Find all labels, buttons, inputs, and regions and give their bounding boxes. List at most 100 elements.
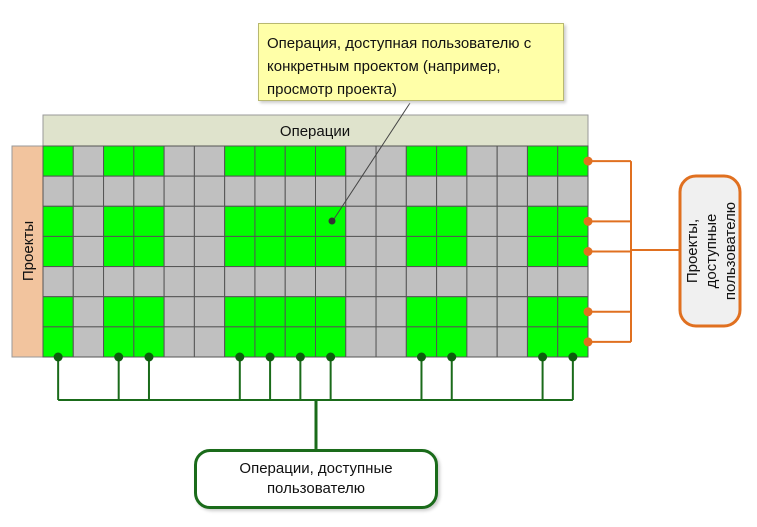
- denied-cell: [72, 326, 105, 358]
- denied-cell: [193, 235, 226, 268]
- denied-cell: [72, 235, 105, 268]
- denied-cell: [193, 175, 226, 207]
- denied-cell: [254, 266, 286, 298]
- denied-cell: [345, 296, 377, 328]
- denied-cell: [193, 145, 226, 177]
- allowed-cell: [284, 205, 317, 237]
- projects-available-line2: доступные: [703, 214, 720, 289]
- denied-cell: [163, 326, 195, 358]
- allowed-cell: [42, 235, 74, 268]
- denied-cell: [163, 145, 195, 177]
- denied-cell: [496, 266, 528, 298]
- connectors: [53, 156, 680, 449]
- denied-cell: [466, 296, 498, 328]
- project-dot: [583, 247, 593, 256]
- operations-label: Операции: [280, 123, 350, 140]
- allowed-cell: [526, 326, 559, 358]
- denied-cell: [284, 266, 317, 298]
- projects-side-bar: [11, 145, 44, 358]
- denied-cell: [557, 266, 589, 298]
- operations-header: [42, 114, 589, 147]
- allowed-cell: [557, 326, 589, 358]
- callout-note: Операция, доступная пользователю с конкр…: [258, 23, 564, 101]
- denied-cell: [436, 266, 468, 298]
- denied-cell: [163, 266, 195, 298]
- denied-cell: [42, 266, 74, 298]
- denied-cell: [496, 326, 528, 358]
- denied-cell: [315, 266, 347, 298]
- projects-available-box: [678, 174, 742, 328]
- allowed-cell: [405, 235, 438, 268]
- project-dot: [583, 156, 593, 166]
- denied-cell: [466, 145, 498, 177]
- allowed-cell: [405, 205, 438, 237]
- operation-dot: [326, 352, 336, 362]
- allowed-cell: [254, 235, 286, 268]
- allowed-cell: [254, 205, 286, 237]
- allowed-cell: [284, 296, 317, 328]
- allowed-cell: [526, 205, 559, 237]
- callout-pointer: [331, 102, 411, 223]
- allowed-cell: [254, 296, 286, 328]
- allowed-cell: [557, 235, 589, 268]
- operation-dot: [114, 352, 124, 362]
- allowed-cell: [284, 235, 317, 268]
- denied-cell: [496, 175, 528, 207]
- denied-cell: [405, 266, 438, 298]
- allowed-cell: [224, 235, 256, 268]
- allowed-cell: [224, 326, 256, 358]
- allowed-cell: [42, 145, 74, 177]
- allowed-cell: [315, 296, 347, 328]
- denied-cell: [133, 175, 165, 207]
- allowed-cell: [557, 205, 589, 237]
- operation-dot: [265, 352, 275, 362]
- allowed-cell: [254, 326, 286, 358]
- denied-cell: [375, 235, 407, 268]
- denied-cell: [163, 175, 195, 207]
- allowed-cell: [224, 296, 256, 328]
- allowed-cell: [133, 326, 165, 358]
- allowed-cell: [526, 235, 559, 268]
- allowed-cell: [103, 326, 135, 358]
- denied-cell: [133, 266, 165, 298]
- denied-cell: [466, 235, 498, 268]
- operation-dot: [235, 352, 245, 362]
- project-dot: [583, 337, 593, 347]
- denied-cell: [72, 205, 105, 237]
- denied-cell: [345, 235, 377, 268]
- denied-cell: [163, 205, 195, 237]
- operation-dot: [416, 352, 426, 362]
- denied-cell: [375, 205, 407, 237]
- denied-cell: [375, 326, 407, 358]
- denied-cell: [224, 175, 256, 207]
- operations-available-label: Операции, доступные пользователю: [239, 460, 393, 497]
- allowed-cell: [557, 296, 589, 328]
- allowed-cell: [103, 205, 135, 237]
- allowed-cell: [42, 205, 74, 237]
- operation-dot: [568, 352, 578, 362]
- allowed-cell: [42, 326, 74, 358]
- denied-cell: [375, 175, 407, 207]
- denied-cell: [496, 296, 528, 328]
- denied-cell: [315, 175, 347, 207]
- operation-dot: [295, 352, 305, 362]
- allowed-cell: [133, 296, 165, 328]
- denied-cell: [345, 266, 377, 298]
- allowed-cell: [284, 145, 317, 177]
- operation-dot: [144, 352, 154, 362]
- operation-dot: [538, 352, 548, 362]
- denied-cell: [526, 266, 559, 298]
- allowed-cell: [436, 235, 468, 268]
- projects-available-line1: Проекты,: [684, 219, 701, 283]
- denied-cell: [496, 145, 528, 177]
- denied-cell: [557, 175, 589, 207]
- allowed-cell: [315, 235, 347, 268]
- operation-dot: [53, 352, 63, 362]
- operations-available-box: Операции, доступные пользователю: [194, 449, 438, 509]
- denied-cell: [375, 145, 407, 177]
- denied-cell: [193, 296, 226, 328]
- denied-cell: [466, 205, 498, 237]
- allowed-cell: [133, 235, 165, 268]
- allowed-cell: [526, 296, 559, 328]
